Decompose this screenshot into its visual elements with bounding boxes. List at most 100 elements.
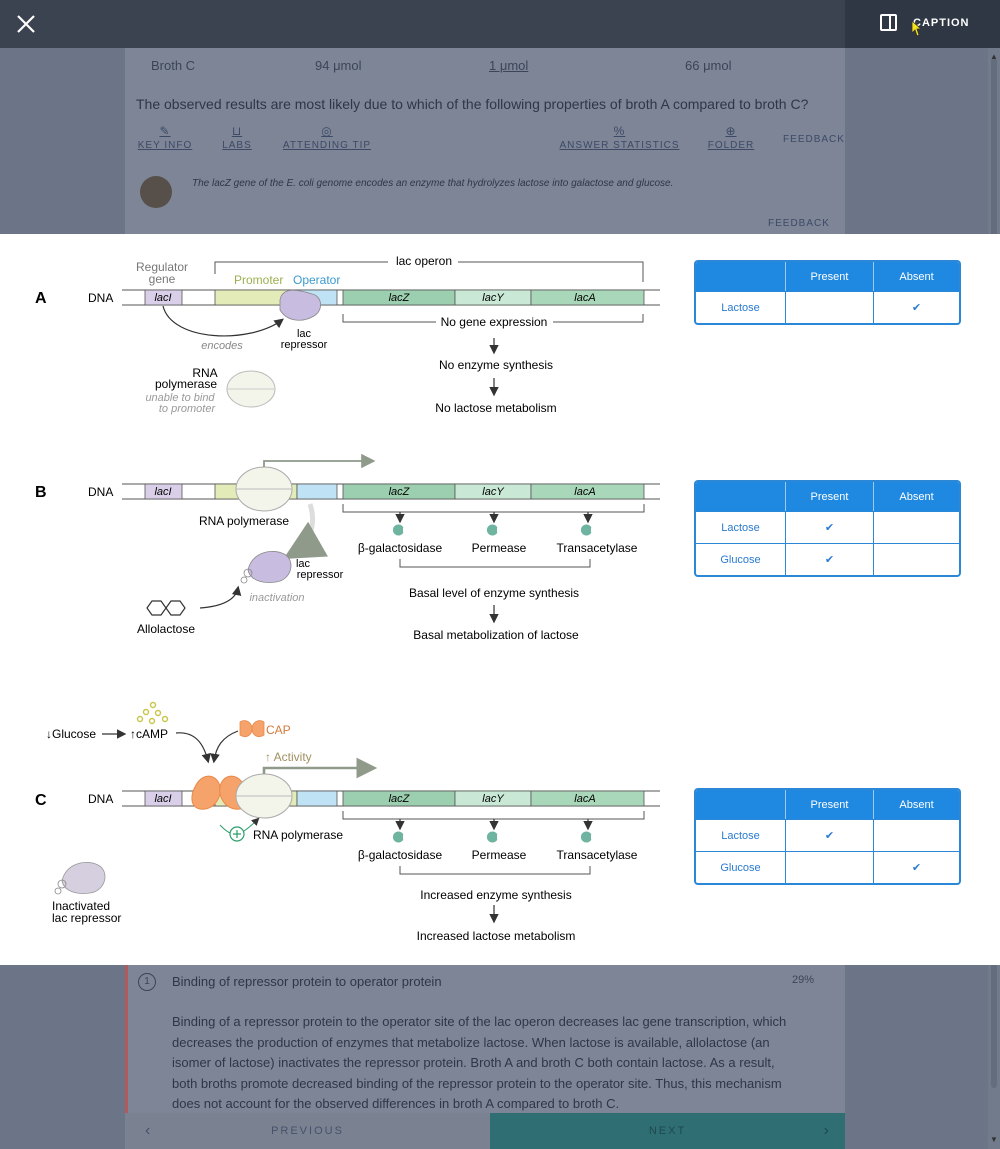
panel-a-letter: A [35, 290, 47, 307]
svg-text:inactivation: inactivation [249, 592, 304, 604]
green-check-icon: ✔ [785, 512, 873, 543]
svg-text:C: C [35, 792, 47, 809]
key-info-button[interactable]: ✎KEY INFO [135, 124, 195, 151]
red-check-icon: ✔ [873, 292, 959, 323]
row-value-1: 94 μmol [315, 58, 362, 73]
green-check-icon: ✔ [785, 544, 873, 575]
question-panel [125, 48, 845, 234]
question-text: The observed results are most likely due… [136, 96, 809, 112]
svg-text:lacI: lacI [154, 292, 171, 304]
attending-tip-text: The lacZ gene of the E. coli genome enco… [192, 178, 674, 189]
svg-text:β-galactosidase: β-galactosidase [358, 848, 443, 862]
svg-text:lacI: lacI [154, 486, 171, 498]
allolactose-icon [146, 600, 167, 616]
svg-text:Increased enzyme synthesis: Increased enzyme synthesis [420, 888, 571, 902]
flask-icon: ⊔ [231, 124, 243, 138]
dna-label: DNA [88, 291, 113, 305]
svg-text:RNA polymerase: RNA polymerase [199, 514, 289, 528]
answer-number-badge: 1 [138, 973, 156, 991]
row-label: Broth C [151, 58, 196, 73]
panel-b-diagram: B DNA lacI lacZ lacY lacA RNA polymerase [35, 453, 660, 642]
svg-text:Basal metabolization of lactos: Basal metabolization of lactose [413, 628, 579, 642]
answer-statistics-button[interactable]: %ANSWER STATISTICS [557, 124, 682, 151]
svg-text:lacY: lacY [482, 292, 504, 304]
answer-choice-title[interactable]: Binding of repressor protein to operator… [172, 974, 442, 989]
panel-a-diagram: A DNA lacI lacZ lacY lacA Regulator gene… [35, 254, 660, 415]
svg-text:to promoter: to promoter [159, 403, 217, 415]
caption-panel [845, 0, 1000, 48]
camp-molecules-icon [136, 701, 169, 725]
svg-text:lac: lac [297, 328, 312, 340]
attending-avatar [140, 176, 172, 208]
svg-text:Transacetylase: Transacetylase [557, 848, 638, 862]
previous-button[interactable]: ‹PREVIOUS [125, 1113, 490, 1149]
explanation-text: Binding of a repressor protein to the op… [172, 1014, 787, 1111]
svg-text:lacA: lacA [574, 292, 595, 304]
attending-tip-button[interactable]: ◎ATTENDING TIP [277, 124, 377, 151]
mouse-cursor-icon [911, 20, 923, 37]
figure-diagram: A DNA lacI lacZ lacY lacA Regulator gene… [35, 254, 660, 943]
svg-text:RNA polymerase: RNA polymerase [253, 828, 343, 842]
svg-text:encodes: encodes [201, 340, 243, 352]
answer-explanation-panel [125, 965, 845, 1115]
svg-text:lacA: lacA [574, 486, 595, 498]
results-table-row: Broth C 94 μmol 1 μmol 66 μmol [135, 58, 835, 82]
feedback-button[interactable]: FEEDBACK [783, 134, 845, 145]
enzyme-icon [393, 524, 404, 536]
labs-button[interactable]: ⊔LABS [217, 124, 257, 151]
svg-text:lacI: lacI [154, 793, 171, 805]
modal-top-bar [0, 0, 845, 48]
svg-text:No enzyme synthesis: No enzyme synthesis [439, 358, 553, 372]
incorrect-indicator-bar [125, 965, 128, 1149]
svg-text:lac: lac [296, 558, 311, 570]
svg-text:No lactose metabolism: No lactose metabolism [435, 401, 556, 415]
lightbulb-icon: ◎ [321, 124, 333, 138]
scroll-up-arrow-icon[interactable]: ▲ [990, 52, 998, 61]
svg-text:↑cAMP: ↑cAMP [130, 727, 168, 741]
row-value-3: 66 μmol [685, 58, 732, 73]
close-icon [17, 15, 35, 33]
caption-button[interactable]: CAPTION [880, 14, 970, 31]
feedback-link[interactable]: FEEDBACK [768, 218, 830, 229]
svg-text:Promoter: Promoter [234, 273, 283, 287]
svg-text:B: B [35, 484, 47, 501]
laci-gene-a [144, 289, 183, 306]
svg-text:Allolactose: Allolactose [137, 622, 195, 636]
svg-text:lacZ: lacZ [389, 486, 411, 498]
svg-text:DNA: DNA [88, 792, 113, 806]
svg-text:gene: gene [149, 272, 176, 286]
close-button[interactable] [14, 12, 38, 36]
cap-protein-icon [239, 720, 265, 737]
sidebar-panel-icon [880, 14, 897, 31]
svg-text:Operator: Operator [293, 273, 340, 287]
inactivated-repressor-icon [61, 862, 106, 894]
laca-gene-a [530, 289, 645, 306]
svg-text:DNA: DNA [88, 485, 113, 499]
red-check-icon: ✔ [873, 852, 959, 883]
svg-text:Transacetylase: Transacetylase [557, 541, 638, 555]
scroll-down-arrow-icon[interactable]: ▼ [990, 1135, 998, 1144]
svg-text:Permease: Permease [472, 541, 527, 555]
percent-icon: % [613, 124, 626, 138]
svg-text:unable to bind: unable to bind [145, 392, 215, 404]
question-toolbar: ✎KEY INFO ⊔LABS ◎ATTENDING TIP %ANSWER S… [125, 124, 845, 160]
row-value-2: 1 μmol [489, 58, 529, 73]
svg-text:Regulator: Regulator [136, 260, 188, 274]
svg-text:polymerase: polymerase [155, 377, 217, 391]
folder-button[interactable]: ⊕FOLDER [703, 124, 759, 151]
plus-icon [229, 826, 245, 842]
next-button[interactable]: NEXT› [490, 1113, 845, 1149]
green-check-icon: ✔ [785, 820, 873, 851]
svg-text:lac repressor: lac repressor [52, 911, 121, 925]
svg-text:β-galactosidase: β-galactosidase [358, 541, 443, 555]
lac-operon-figure: A DNA lacI lacZ lacY lacA Regulator gene… [0, 234, 1000, 965]
panel-c-diagram: C DNA lacI lacZ lacY lacA ↓Glucose ↑cAMP [35, 701, 660, 943]
svg-text:lac operon: lac operon [396, 254, 452, 268]
svg-text:lacY: lacY [482, 793, 504, 805]
svg-text:↑ Activity: ↑ Activity [265, 750, 312, 764]
chevron-right-icon: › [823, 1122, 831, 1139]
svg-text:repressor: repressor [281, 339, 328, 351]
